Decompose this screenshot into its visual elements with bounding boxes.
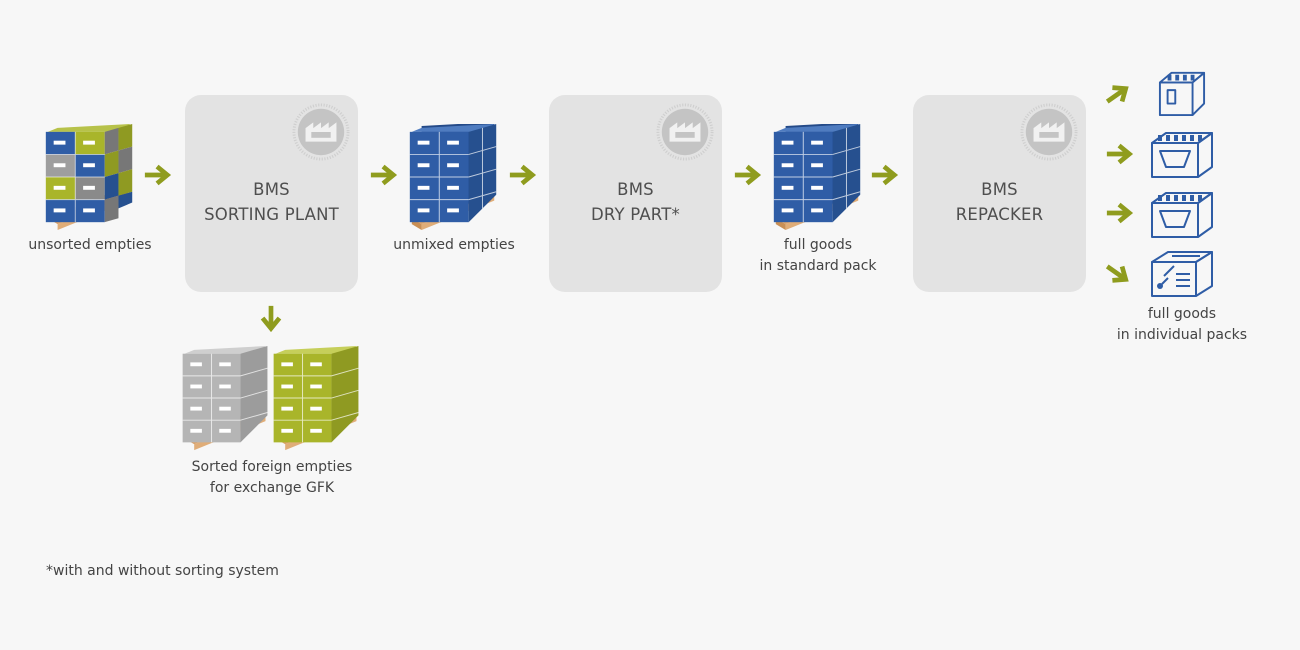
arrow-right-icon <box>1105 142 1135 166</box>
footnote: *with and without sorting system <box>46 563 279 579</box>
crate-outline-icon <box>1158 68 1206 118</box>
unmixed-pallet-icon <box>409 124 499 232</box>
crate-outline-icon <box>1150 129 1214 179</box>
arrow-right-icon <box>369 163 399 187</box>
process-box-dry-part: BMS DRY PART* <box>549 95 722 292</box>
factory-badge-icon <box>656 103 714 161</box>
factory-badge-icon <box>1020 103 1078 161</box>
arrow-down-right-icon <box>1103 262 1133 286</box>
caption-full-goods-individual: full goods in individual packs <box>1116 306 1248 343</box>
caption-full-goods-standard: full goods in standard pack <box>759 237 877 274</box>
unsorted-pallet-icon <box>45 124 135 232</box>
caption-sorted-foreign-empties: Sorted foreign empties for exchange GFK <box>191 459 353 496</box>
gray-pallet-icon <box>182 346 270 452</box>
arrow-down-icon <box>259 304 283 334</box>
process-title: BMS SORTING PLANT <box>204 180 339 224</box>
caption-unsorted-empties: unsorted empties <box>28 237 152 253</box>
olive-pallet-icon <box>273 346 361 452</box>
process-title: BMS DRY PART* <box>590 180 680 224</box>
process-box-sorting-plant: BMS SORTING PLANT <box>185 95 358 292</box>
full-goods-pallet-icon <box>773 124 863 232</box>
caption-unmixed-empties: unmixed empties <box>393 237 515 253</box>
process-title: BMS REPACKER <box>955 180 1044 224</box>
arrow-right-icon <box>1105 201 1135 225</box>
arrow-right-icon <box>508 163 538 187</box>
packaged-box-icon <box>1150 248 1214 298</box>
arrow-up-right-icon <box>1103 82 1133 106</box>
process-box-repacker: BMS REPACKER <box>913 95 1086 292</box>
crate-outline-icon <box>1150 189 1214 239</box>
factory-badge-icon <box>292 103 350 161</box>
arrow-right-icon <box>143 163 173 187</box>
arrow-right-icon <box>733 163 763 187</box>
arrow-right-icon <box>870 163 900 187</box>
